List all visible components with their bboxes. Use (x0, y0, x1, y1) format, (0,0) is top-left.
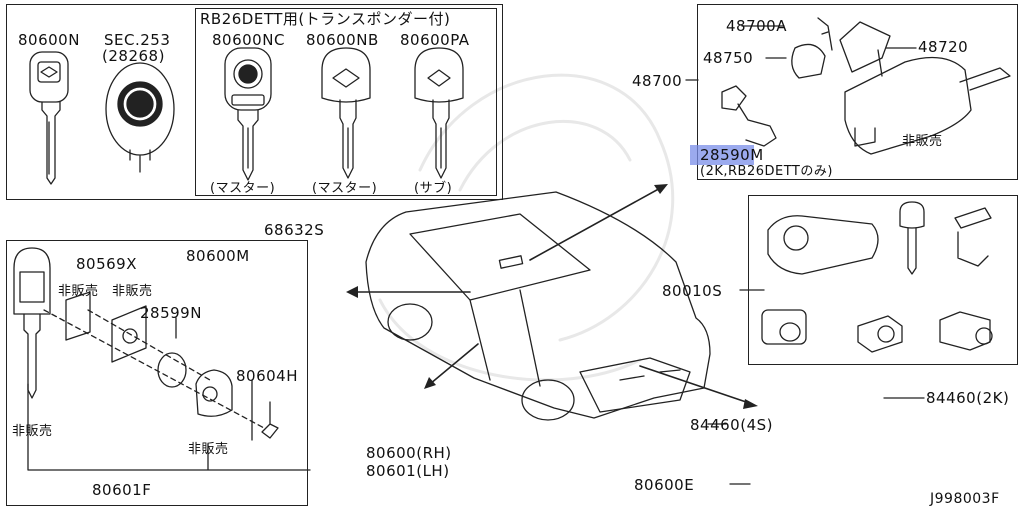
note-not-sold-d: 非販売 (188, 442, 229, 457)
label-80601F[interactable]: 80601F (92, 481, 152, 499)
key-80600NC (224, 47, 272, 181)
key-80600N (29, 51, 69, 185)
label-80600NC[interactable]: 80600NC (212, 31, 285, 49)
note-sub: (サブ) (414, 181, 453, 196)
ignition-switch-assembly (721, 17, 1011, 155)
callout-arrows (351, 185, 753, 405)
label-80569X[interactable]: 80569X (76, 255, 137, 273)
key-80600PA (414, 47, 464, 179)
cylinder-set-parts (761, 201, 993, 353)
note-2k-rb26-only: (2K,RB26DETTのみ) (700, 164, 833, 179)
leader-lines (27, 25, 925, 485)
label-80010S[interactable]: 80010S (662, 282, 723, 300)
ignition-panel (697, 4, 1018, 180)
label-80604H[interactable]: 80604H (236, 367, 298, 385)
arrowheads (346, 184, 758, 409)
note-not-sold-ignition: 非販売 (902, 134, 943, 149)
label-sec253[interactable]: SEC.253 (104, 31, 171, 49)
label-80600RH[interactable]: 80600(RH) (366, 444, 452, 462)
label-84460-2K[interactable]: 84460(2K) (926, 389, 1010, 407)
car-body-outline (365, 191, 711, 421)
label-48700A[interactable]: 48700A (726, 17, 787, 35)
label-48700[interactable]: 48700 (632, 72, 683, 90)
diagram-id: J998003F (930, 491, 1000, 507)
label-48720[interactable]: 48720 (918, 38, 969, 56)
note-not-sold-a: 非販売 (58, 284, 99, 299)
note-master-2: (マスター) (312, 181, 378, 196)
label-28599N[interactable]: 28599N (140, 304, 202, 322)
key-panel (6, 4, 503, 200)
label-80600NB[interactable]: 80600NB (306, 31, 379, 49)
remote-kit-parts (13, 247, 279, 439)
label-80600PA[interactable]: 80600PA (400, 31, 470, 49)
note-not-sold-c: 非販売 (12, 424, 53, 439)
label-48750[interactable]: 48750 (703, 49, 754, 67)
label-80601LH[interactable]: 80601(LH) (366, 462, 450, 480)
watermark-emblem (378, 73, 675, 382)
label-80600M[interactable]: 80600M (186, 247, 250, 265)
label-28268: (28268) (102, 47, 165, 65)
highlight-28590M (690, 145, 754, 165)
dashed-link-lines (43, 309, 265, 429)
label-80600N[interactable]: 80600N (18, 31, 80, 49)
rb26-panel-title: RB26DETT用(トランスポンダー付) (200, 10, 451, 28)
label-80600E[interactable]: 80600E (634, 476, 695, 494)
cylinder-set-panel (748, 195, 1018, 365)
label-84460-4S[interactable]: 84460(4S) (690, 416, 773, 434)
note-not-sold-b: 非販売 (112, 284, 153, 299)
label-28590M[interactable]: 28590M (700, 146, 764, 164)
remote-fob-gt (105, 62, 175, 173)
label-68632S[interactable]: 68632S (264, 221, 325, 239)
remote-panel (6, 240, 308, 506)
key-80600NB (321, 47, 371, 179)
rb26-subpanel (195, 8, 497, 196)
note-master-1: (マスター) (210, 181, 276, 196)
